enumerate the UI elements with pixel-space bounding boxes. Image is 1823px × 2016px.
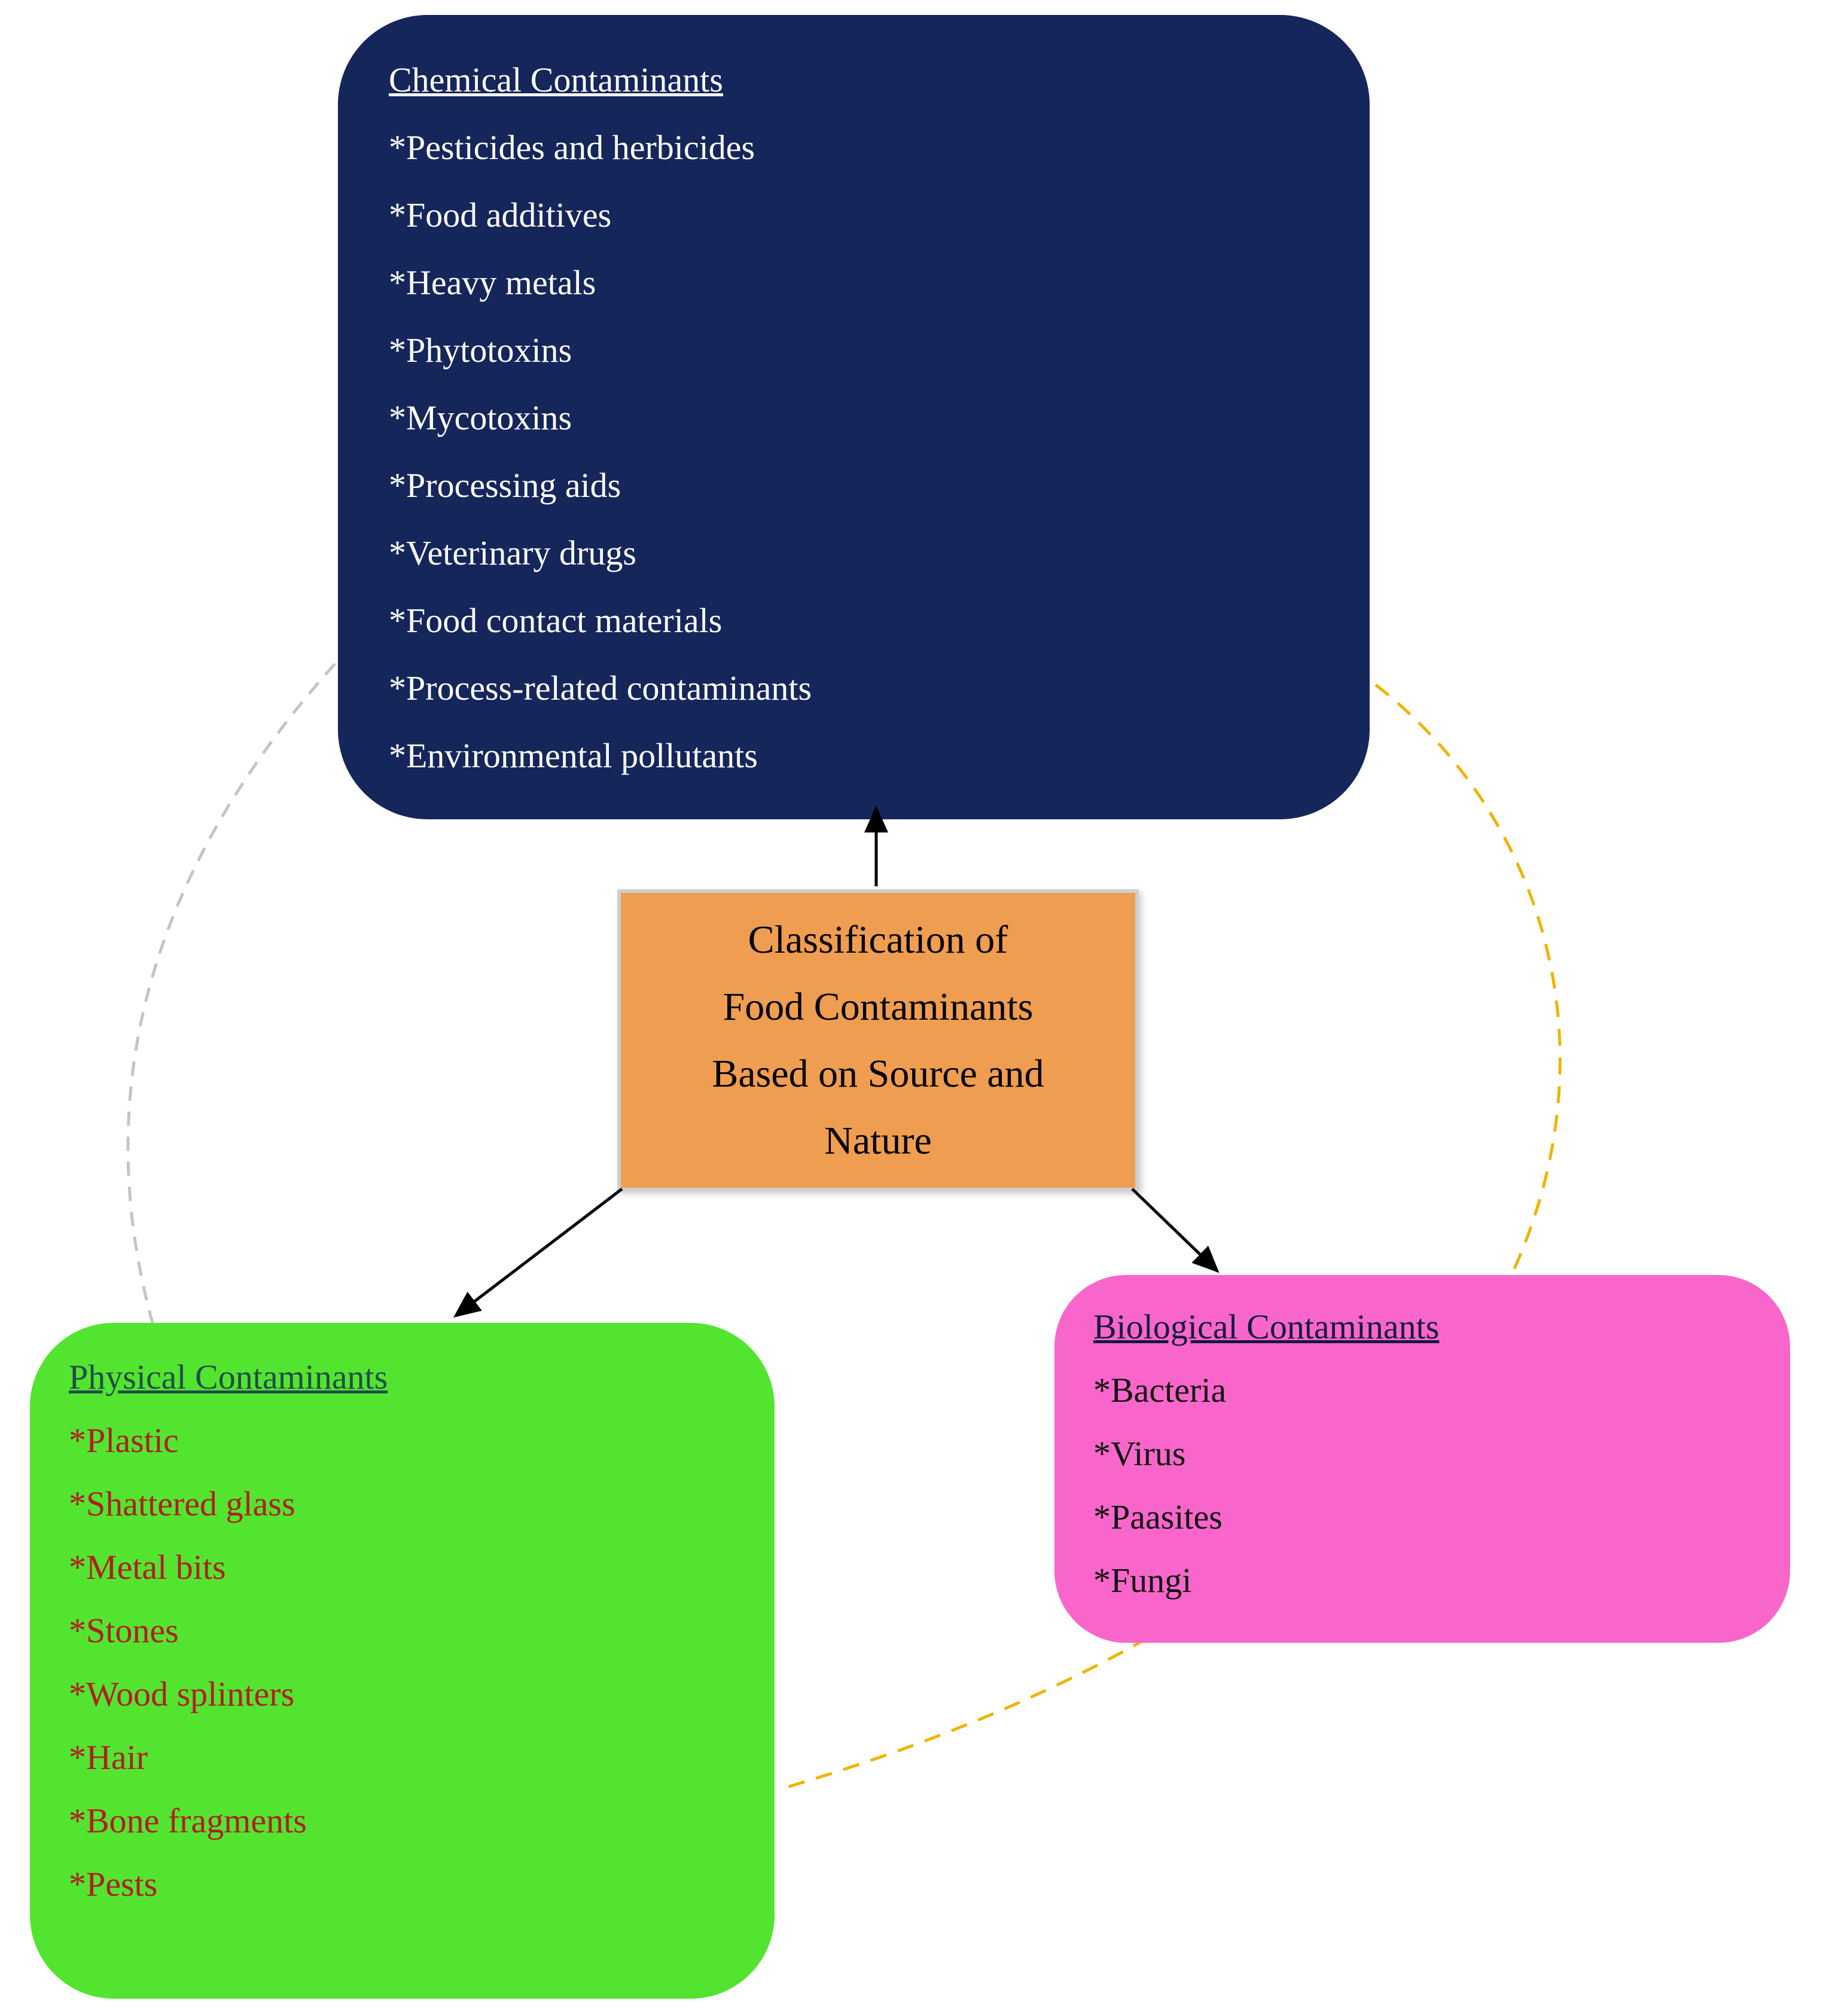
dashed-arc-left — [126, 663, 336, 1323]
center-title-line: Food Contaminants — [723, 984, 1034, 1029]
list-item: *Processing aids — [389, 466, 621, 505]
list-item: *Pesticides and herbicides — [389, 128, 755, 167]
center-title-line: Nature — [824, 1118, 932, 1163]
list-item: *Environmental pollutants — [389, 736, 758, 775]
biological-heading: Biological Contaminants — [1093, 1307, 1440, 1346]
center-title-line: Classification of — [748, 917, 1008, 962]
list-item: *Metal bits — [69, 1548, 226, 1587]
list-item: *Shattered glass — [69, 1484, 295, 1523]
list-item: *Paasites — [1093, 1497, 1223, 1536]
chemical-contaminants-box: Chemical Contaminants *Pesticides and he… — [338, 15, 1370, 819]
physical-contaminants-box: Physical Contaminants *Plastic *Shattere… — [30, 1323, 775, 1999]
center-title-line: Based on Source and — [712, 1051, 1044, 1096]
list-item: *Fungi — [1093, 1561, 1192, 1600]
list-item: *Phytotoxins — [389, 331, 572, 370]
list-item: *Wood splinters — [69, 1675, 295, 1713]
biological-contaminants-box: Biological Contaminants *Bacteria *Virus… — [1054, 1275, 1790, 1643]
classification-center-box: Classification of Food Contaminants Base… — [617, 889, 1139, 1191]
list-item: *Stones — [69, 1611, 179, 1650]
list-item: *Hair — [69, 1738, 148, 1777]
physical-heading: Physical Contaminants — [69, 1358, 388, 1396]
list-item: *Pests — [69, 1865, 158, 1904]
list-item: *Veterinary drugs — [389, 533, 636, 572]
list-item: *Process-related contaminants — [389, 669, 812, 707]
list-item: *Bacteria — [1093, 1371, 1227, 1410]
arrow-to-biological — [1131, 1188, 1220, 1273]
list-item: *Food contact materials — [389, 601, 723, 640]
arrow-to-physical — [453, 1188, 623, 1318]
list-item: *Food additives — [389, 196, 612, 234]
list-item: *Bone fragments — [69, 1801, 307, 1840]
list-item: *Heavy metals — [389, 263, 596, 302]
list-item: *Mycotoxins — [389, 398, 572, 437]
chemical-heading: Chemical Contaminants — [389, 60, 723, 99]
list-item: *Virus — [1093, 1434, 1186, 1473]
list-item: *Plastic — [69, 1421, 179, 1460]
